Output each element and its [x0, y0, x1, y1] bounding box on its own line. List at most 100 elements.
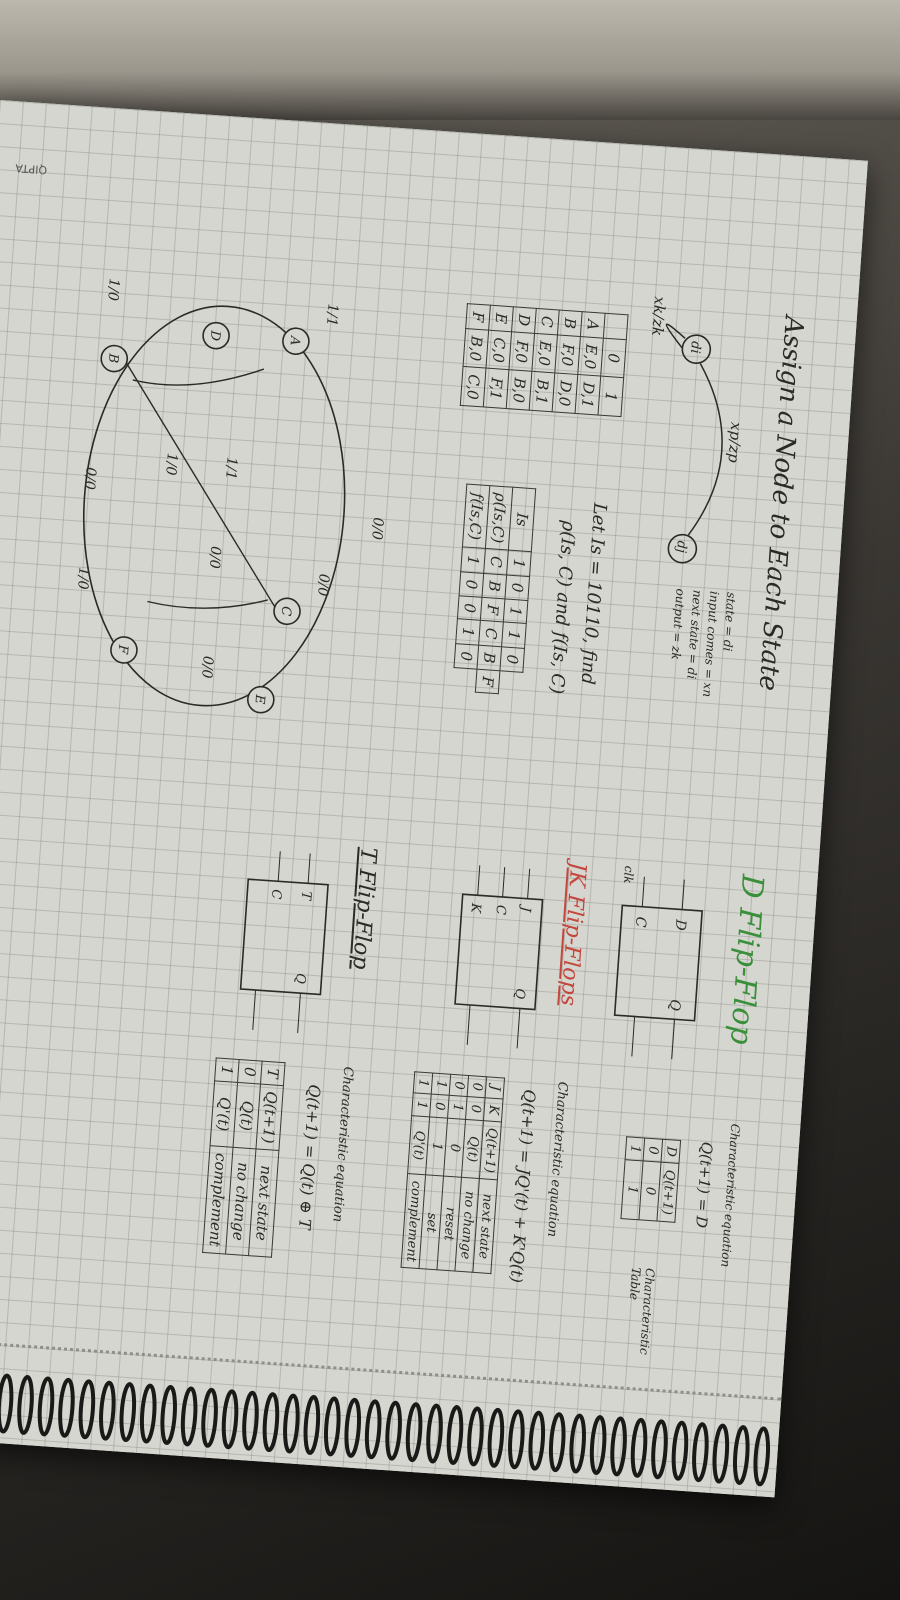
spiral-coil: [78, 1379, 96, 1440]
spiral-coil: [119, 1382, 137, 1443]
brand-logo: QIPTA: [14, 161, 48, 177]
state-table-cell: B: [557, 310, 583, 337]
eval-table-cell: F: [480, 597, 505, 623]
graph-node-b: [100, 344, 129, 373]
spiral-coil: [385, 1400, 402, 1461]
spiral-coil: [17, 1375, 34, 1435]
transition-label: 1/0: [162, 452, 180, 476]
jk-table-cell: J: [485, 1076, 505, 1100]
t-char-label: Characteristic equation: [329, 1066, 356, 1223]
spiral-coil: [630, 1417, 648, 1478]
spiral-coil: [569, 1413, 586, 1474]
transition-label: 1/0: [104, 278, 122, 302]
jk-table-cell: 0: [429, 1094, 450, 1119]
spiral-coil: [180, 1386, 198, 1447]
spiral-coil: [37, 1376, 55, 1437]
svg-text:K: K: [467, 902, 483, 915]
eval-table-cell: 0: [499, 646, 525, 673]
eval-table-cell: 0: [457, 595, 482, 621]
graph-node-c: [273, 597, 301, 626]
d-char-eq-label: Characteristic equation: [718, 1123, 743, 1268]
spiral-coil: [753, 1426, 771, 1487]
spiral-coil: [139, 1383, 157, 1444]
spiral-coil: [99, 1380, 116, 1441]
transition-label: 1/1: [323, 303, 341, 327]
spiral-coil: [446, 1405, 464, 1465]
problem-line-2: ρ(Is, C) and f(Is, C): [545, 519, 580, 695]
svg-text:Q: Q: [666, 999, 683, 1012]
desk-background: [0, 0, 900, 120]
jk-table-cell: 1: [413, 1071, 433, 1095]
d-table-cell: D: [660, 1139, 681, 1164]
state-table-cell: D,1: [575, 374, 601, 416]
jk-table-cell: 0: [467, 1075, 487, 1099]
spiral-coil: [589, 1415, 607, 1475]
eval-table-cell: f(Is,C): [462, 484, 490, 549]
state-table-cell: 0: [600, 338, 627, 379]
spiral-coil: [671, 1420, 689, 1481]
t-char-eq: Q(t+1) = Q(t) ⊕ T: [294, 1083, 325, 1231]
d-flipflop-title: D Flip-Flop: [722, 873, 770, 1046]
state-table-cell: C,0: [460, 366, 486, 408]
t-table-cell: T: [260, 1061, 286, 1086]
t-flipflop-symbol: T Q C: [239, 851, 329, 1034]
t-table-cell: 0: [237, 1059, 263, 1085]
jk-table-cell: 1: [431, 1073, 451, 1096]
spiral-coil: [712, 1423, 730, 1484]
svg-text:clk: clk: [621, 865, 636, 884]
svg-text:C: C: [632, 916, 649, 928]
transition-label: 1/1: [222, 456, 240, 480]
state-table-cell: F: [465, 303, 491, 331]
svg-text:J: J: [518, 903, 534, 913]
graph-node-label: A: [287, 335, 303, 346]
spiral-binding: [0, 1373, 771, 1487]
node-diagram: di dj xp/zp xk/zk: [648, 296, 745, 564]
problem-line-1: Let Is = 10110, find: [576, 502, 611, 686]
t-table-cell: 1: [214, 1057, 240, 1083]
svg-text:D: D: [672, 918, 689, 931]
node-dj-circle: [667, 533, 698, 564]
spiral-coil: [732, 1425, 750, 1485]
eval-table-cell: 1: [506, 550, 532, 577]
spiral-coil: [508, 1409, 525, 1470]
notes-content: Assign a Node to Each State di dj xp/zp …: [0, 242, 820, 1415]
state-notes: state = di input comes = xn next state =…: [664, 588, 739, 699]
t-flipflop-title: T Flip-Flop: [347, 846, 381, 971]
d-table-label: Characteristic Table: [626, 1266, 658, 1356]
transition-label: 0/0: [368, 517, 386, 541]
state-table-cell: F,1: [483, 368, 509, 409]
state-table-cell: B,1: [529, 371, 555, 412]
graph-node-label: B: [105, 352, 121, 364]
self-loop-label: xk/zk: [648, 296, 669, 337]
spiral-coil: [610, 1416, 627, 1477]
jk-flipflop-title: JK Flip-Flops: [555, 861, 591, 1007]
jk-flipflop-symbol: J Q C K: [454, 865, 544, 1049]
transition-arrow: [687, 363, 723, 536]
eval-table-cell: C: [478, 620, 504, 647]
graph-node-label: D: [207, 329, 223, 342]
jk-char-label: Characteristic equation: [544, 1081, 570, 1238]
spiral-coil: [467, 1406, 484, 1467]
transition-label: 0/0: [198, 655, 216, 679]
spiral-coil: [548, 1412, 566, 1473]
d-char-eq: Q(t+1) = D: [692, 1141, 717, 1229]
notebook: QIPTA Assign a Node to Each State di dj …: [0, 100, 868, 1498]
self-loop: [665, 323, 686, 349]
state-table-cell: E: [488, 305, 514, 332]
state-table-cell: C,0: [485, 330, 512, 371]
spiral-coil: [692, 1422, 709, 1483]
spiral-coil: [364, 1399, 382, 1460]
eval-table-cell: 0: [504, 574, 530, 601]
svg-text:T: T: [298, 891, 314, 902]
spiral-coil: [303, 1395, 321, 1455]
spiral-coil: [283, 1393, 300, 1454]
eval-table-cell: 1: [503, 598, 528, 624]
spiral-coil: [242, 1390, 259, 1451]
node-dj-label: dj: [673, 540, 689, 553]
state-table-cell: B,0: [463, 328, 489, 369]
state-table-cell: 1: [597, 376, 624, 417]
transition-label: 0/0: [314, 573, 332, 597]
